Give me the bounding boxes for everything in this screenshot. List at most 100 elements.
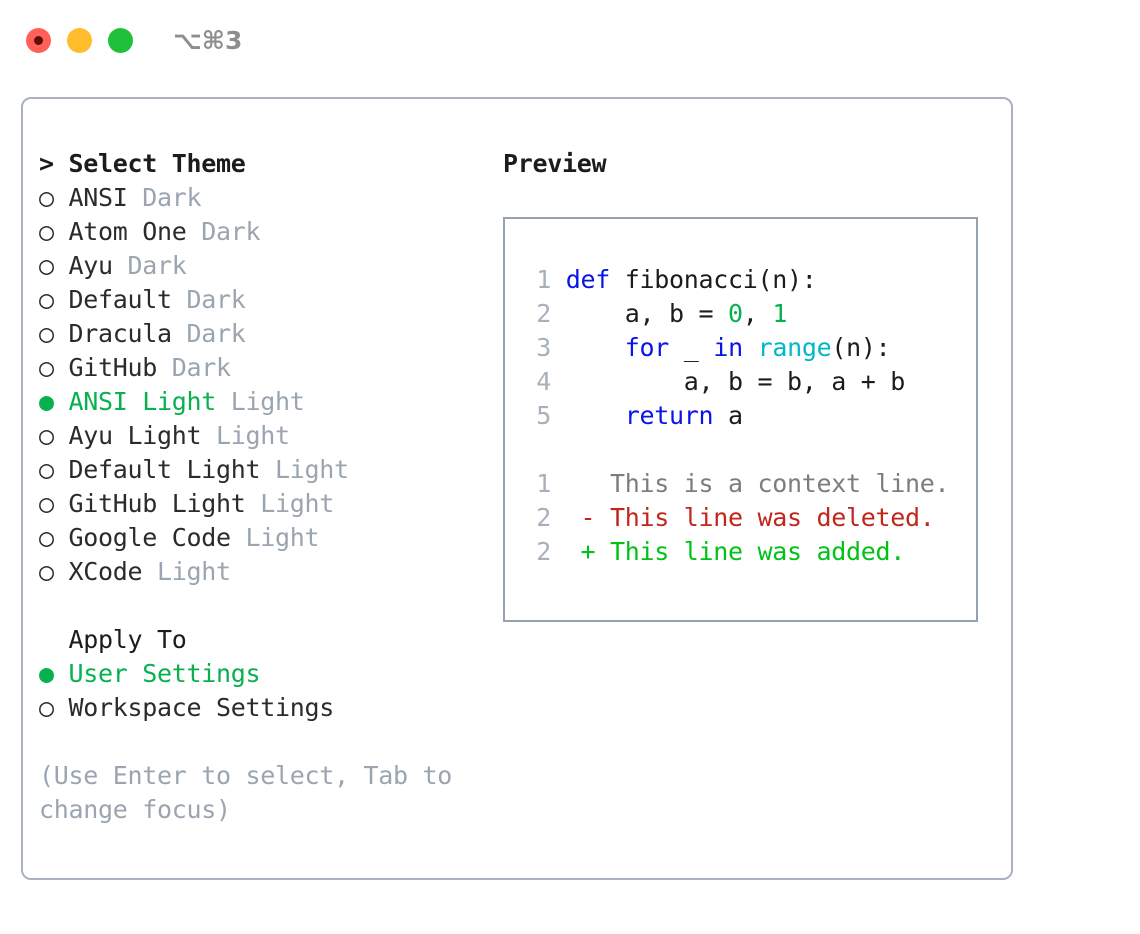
diff-text: This is a context line.	[610, 469, 950, 498]
code-token-plain	[566, 401, 625, 430]
theme-option-label: Default Light	[53, 455, 276, 484]
theme-option-github[interactable]: ○ GitHub Dark	[39, 351, 503, 385]
code-token-plain: fibonacci(n):	[610, 265, 817, 294]
theme-option-label: ANSI	[53, 183, 143, 212]
radio-unselected-icon: ○	[39, 489, 54, 518]
theme-option-dracula[interactable]: ○ Dracula Dark	[39, 317, 503, 351]
code-line: 1 def fibonacci(n):	[505, 263, 976, 297]
code-token-num: 0	[728, 299, 743, 328]
code-token-fn: range	[757, 333, 832, 362]
theme-option-default[interactable]: ○ Default Dark	[39, 283, 503, 317]
code-gutter-space	[551, 333, 566, 362]
diff-line-number: 2	[536, 537, 551, 566]
code-token-kw: in	[713, 333, 743, 362]
diff-line-number: 2	[536, 503, 551, 532]
code-gutter-space	[551, 367, 566, 396]
preview-column: Preview 1 def fibonacci(n):2 a, b = 0, 1…	[503, 99, 1011, 878]
diff-text: This line was deleted.	[610, 503, 935, 532]
preview-title: Preview	[503, 149, 607, 178]
apply-to-option-workspace-settings[interactable]: ○ Workspace Settings	[39, 691, 503, 725]
apply-to-list: ● User Settings○ Workspace Settings	[39, 657, 503, 725]
code-gutter-space	[551, 401, 566, 430]
apply-to-header: ○ Apply To	[39, 623, 503, 657]
code-line-number: 4	[536, 367, 551, 396]
list-spacer	[39, 589, 503, 623]
theme-option-ayu[interactable]: ○ Ayu Dark	[39, 249, 503, 283]
code-token-plain: _	[669, 333, 714, 362]
diff-line-add: + This line was added.	[551, 537, 906, 566]
traffic-light-group	[26, 27, 133, 53]
diff-marker: -	[551, 503, 611, 532]
code-line-number: 3	[536, 333, 551, 362]
close-window-icon[interactable]	[26, 27, 51, 53]
diff-line-del: - This line was deleted.	[551, 503, 935, 532]
theme-option-variant: Dark	[186, 319, 246, 348]
radio-unselected-icon: ○	[39, 523, 54, 552]
theme-option-variant: Light	[245, 523, 320, 552]
theme-option-atom-one[interactable]: ○ Atom One Dark	[39, 215, 503, 249]
code-gutter-space	[551, 299, 566, 328]
diff-line-number: 1	[536, 469, 551, 498]
theme-option-variant: Dark	[171, 353, 231, 382]
code-token-plain: (n):	[831, 333, 891, 362]
main-panel: > Select Theme ○ ANSI Dark○ Atom One Dar…	[21, 97, 1013, 880]
code-token-plain: a, b =	[565, 299, 729, 328]
theme-option-ayu-light[interactable]: ○ Ayu Light Light	[39, 419, 503, 453]
theme-option-label: Ayu	[53, 251, 128, 280]
code-token-plain: ,	[742, 299, 773, 328]
code-line-number: 1	[536, 265, 551, 294]
code-diff-gap	[505, 433, 976, 467]
radio-unselected-icon: ○	[39, 693, 54, 722]
theme-option-github-light[interactable]: ○ GitHub Light Light	[39, 487, 503, 521]
minimize-window-icon[interactable]	[67, 27, 92, 53]
theme-option-ansi-light[interactable]: ● ANSI Light Light	[39, 385, 503, 419]
theme-option-label: Ayu Light	[53, 421, 217, 450]
theme-option-google-code[interactable]: ○ Google Code Light	[39, 521, 503, 555]
hint-spacer	[39, 725, 503, 759]
apply-to-option-label: Workspace Settings	[53, 693, 335, 722]
select-theme-header: > Select Theme	[39, 149, 246, 178]
code-token-plain: a	[713, 401, 743, 430]
theme-option-label: GitHub Light	[53, 489, 261, 518]
record-indicator-icon	[34, 35, 43, 45]
radio-unselected-icon: ○	[39, 251, 54, 280]
code-token-kw: return	[624, 401, 714, 430]
theme-option-variant: Light	[216, 421, 290, 450]
theme-option-label: GitHub	[53, 353, 172, 382]
code-line: 2 a, b = 0, 1	[505, 297, 976, 331]
diff-line: 2 + This line was added.	[505, 535, 976, 569]
code-line: 5 return a	[505, 399, 976, 433]
diff-line: 2 - This line was deleted.	[505, 501, 976, 535]
apply-to-header-label: Apply To	[68, 625, 187, 654]
maximize-window-icon[interactable]	[108, 27, 133, 53]
radio-selected-icon: ●	[39, 659, 54, 688]
theme-option-variant: Light	[275, 455, 349, 484]
code-token-plain: a, b = b, a + b	[565, 367, 906, 396]
theme-list: ○ ANSI Dark○ Atom One Dark○ Ayu Dark○ De…	[39, 181, 503, 589]
diff-block: 1 This is a context line. 2 - This line w…	[505, 467, 976, 569]
theme-option-label: XCode	[53, 557, 158, 586]
theme-option-ansi[interactable]: ○ ANSI Dark	[39, 181, 503, 215]
diff-marker: +	[551, 537, 611, 566]
theme-option-variant: Light	[157, 557, 231, 586]
theme-option-variant: Dark	[201, 217, 261, 246]
theme-selector-column: > Select Theme ○ ANSI Dark○ Atom One Dar…	[23, 99, 503, 878]
code-token-num: 1	[772, 299, 788, 328]
theme-option-label: Dracula	[53, 319, 187, 348]
theme-option-default-light[interactable]: ○ Default Light Light	[39, 453, 503, 487]
radio-unselected-icon: ○	[39, 421, 54, 450]
radio-unselected-icon: ○	[39, 217, 54, 246]
code-line-number: 2	[536, 299, 551, 328]
radio-unselected-icon: ○	[39, 319, 54, 348]
diff-text: This line was added.	[610, 537, 906, 566]
keyboard-hint-text: (Use Enter to select, Tab to change focu…	[39, 761, 453, 824]
radio-unselected-icon: ○	[39, 285, 54, 314]
theme-option-variant: Dark	[142, 183, 202, 212]
code-token-plain	[566, 333, 625, 362]
apply-to-option-label: User Settings	[53, 659, 261, 688]
theme-option-xcode[interactable]: ○ XCode Light	[39, 555, 503, 589]
apply-to-option-user-settings[interactable]: ● User Settings	[39, 657, 503, 691]
code-token-kw: def	[565, 265, 611, 294]
